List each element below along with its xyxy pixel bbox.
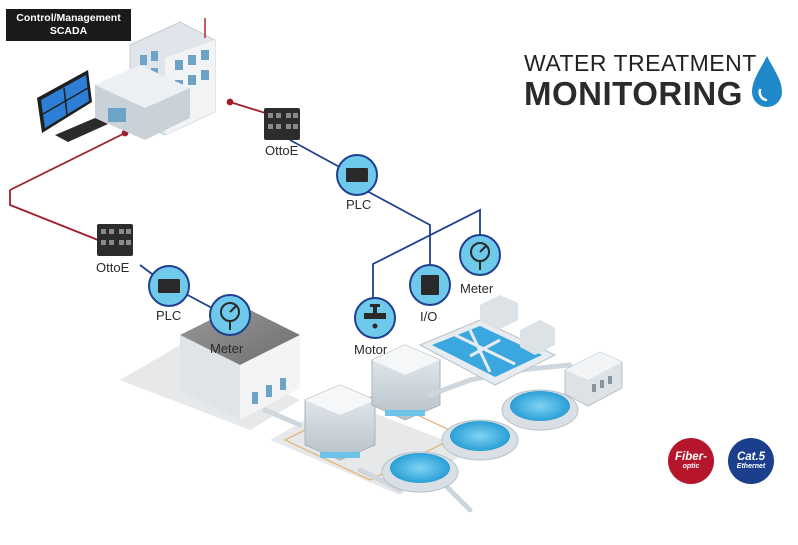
ottoe-switch-2 — [97, 224, 133, 256]
scada-label-line1: Control/Management — [16, 12, 121, 24]
water-basin — [418, 319, 557, 386]
control-building — [95, 18, 216, 140]
plc-label-1: PLC — [346, 197, 372, 212]
plc-icon — [158, 279, 180, 293]
title-line2: MONITORING — [524, 75, 743, 112]
plc-node-2 — [148, 265, 190, 307]
io-module-icon — [421, 275, 439, 295]
treatment-tanks — [304, 344, 441, 461]
ottoe-switch-1 — [264, 108, 300, 140]
scada-label-line2: SCADA — [49, 25, 88, 37]
plc-node-1 — [336, 154, 378, 196]
ottoe-label-2: OttoE — [96, 260, 130, 275]
gauge-icon — [220, 302, 240, 330]
ottoe-label-1: OttoE — [265, 143, 299, 158]
io-node — [409, 264, 451, 306]
cat5-badge-line1: Cat.5 — [736, 451, 766, 463]
clarifiers — [381, 389, 579, 493]
io-label: I/O — [420, 309, 438, 324]
fiber-badge-line2: optic — [682, 463, 700, 470]
cat5-badge: Cat.5 Ethernet — [728, 438, 774, 484]
page-title: WATER TREATMENT MONITORING — [524, 50, 757, 112]
fiber-badge-line1: Fiber- — [675, 451, 707, 463]
meter-label-1: Meter — [460, 281, 494, 296]
scada-label: Control/Management SCADA — [6, 9, 131, 41]
plc-label-2: PLC — [156, 308, 182, 323]
utility-building — [480, 295, 623, 407]
plc-icon — [346, 168, 368, 182]
scada-monitor — [37, 70, 108, 142]
fiber-optic-badge: Fiber- optic — [668, 438, 714, 484]
motor-node — [354, 297, 396, 339]
title-line1: WATER TREATMENT — [524, 50, 757, 76]
meter-node-2 — [209, 294, 251, 336]
motor-label: Motor — [354, 342, 388, 357]
valve-icon — [364, 304, 386, 329]
meter-label-2: Meter — [210, 341, 244, 356]
meter-node-1 — [459, 234, 501, 276]
fiber-links — [9, 98, 276, 241]
cat5-badge-line2: Ethernet — [736, 463, 766, 470]
gauge-icon — [470, 242, 490, 270]
